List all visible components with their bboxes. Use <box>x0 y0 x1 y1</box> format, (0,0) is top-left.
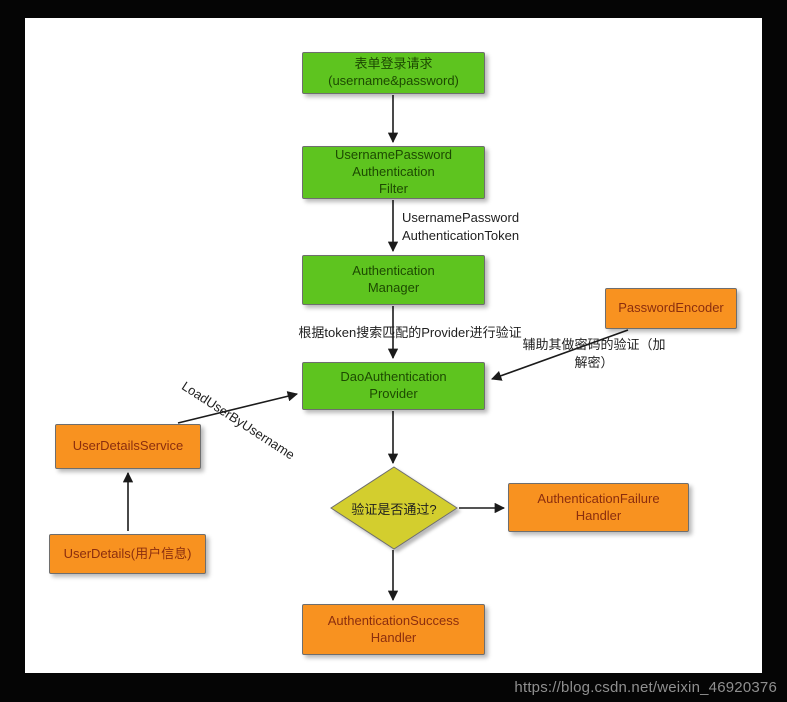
node-decision-label: 验证是否通过? <box>351 501 437 517</box>
node-authentication-manager: Authentication Manager <box>302 255 485 305</box>
node-user-details-service: UserDetailsService <box>55 424 201 469</box>
watermark-url: https://blog.csdn.net/weixin_46920376 <box>514 679 777 696</box>
node-password-encoder: PasswordEncoder <box>605 288 737 329</box>
node-form-login-request: 表单登录请求 (username&password) <box>302 52 485 94</box>
edge-label-password-assist: 辅助其做密码的验证（加 解密） <box>522 337 666 370</box>
node-user-details: UserDetails(用户信息) <box>49 534 206 574</box>
node-authentication-success-handler: AuthenticationSuccess Handler <box>302 604 485 655</box>
edge-label-authentication-token: UsernamePassword AuthenticationToken <box>402 210 520 243</box>
node-username-password-authentication-filter: UsernamePassword Authentication Filter <box>302 146 485 199</box>
node-dao-authentication-provider: DaoAuthentication Provider <box>302 362 485 410</box>
edge-label-provider-match: 根据token搜索匹配的Provider进行验证 <box>298 325 522 340</box>
node-authentication-failure-handler: AuthenticationFailure Handler <box>508 483 689 532</box>
